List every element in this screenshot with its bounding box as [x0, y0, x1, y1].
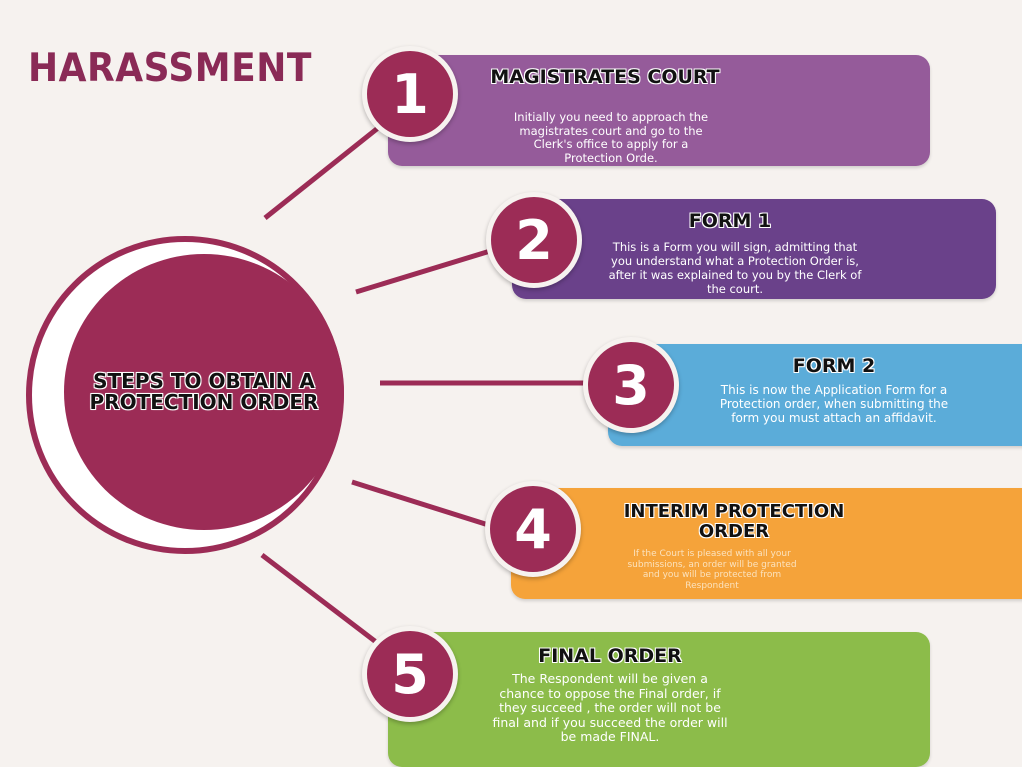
step-description-2: This is a Form you will sign, admitting … [608, 240, 862, 296]
step-title-3: FORM 2 [792, 355, 876, 377]
step-title-2: FORM 1 [688, 210, 772, 232]
step-number-4: 4 [485, 481, 581, 577]
step-number-1: 1 [362, 46, 458, 142]
step-title-4: INTERIM PROTECTION ORDER [623, 501, 845, 542]
connector-line-2 [355, 245, 501, 295]
step-description-4: If the Court is pleased with all your su… [627, 549, 797, 591]
step-card-2 [512, 199, 996, 299]
connector-line-5 [260, 553, 382, 647]
hub-circle [64, 254, 344, 530]
hub-label: STEPS TO OBTAIN A PROTECTION ORDER [89, 369, 319, 414]
step-number-3: 3 [583, 337, 679, 433]
step-description-3: This is now the Application Form for a P… [719, 383, 949, 425]
step-title-5: FINAL ORDER [538, 645, 682, 667]
connector-line-1 [263, 118, 390, 220]
step-title-1: MAGISTRATES COURT [490, 66, 720, 88]
step-number-5: 5 [362, 626, 458, 722]
connector-line-4 [351, 479, 499, 531]
step-card-1 [388, 55, 930, 166]
step-description-1: Initially you need to approach the magis… [513, 110, 709, 165]
step-card-4 [511, 488, 1022, 599]
step-card-5 [388, 632, 930, 767]
page-title: HARASSMENT [28, 46, 312, 91]
step-number-2: 2 [486, 192, 582, 288]
step-description-5: The Respondent will be given a chance to… [492, 671, 728, 744]
